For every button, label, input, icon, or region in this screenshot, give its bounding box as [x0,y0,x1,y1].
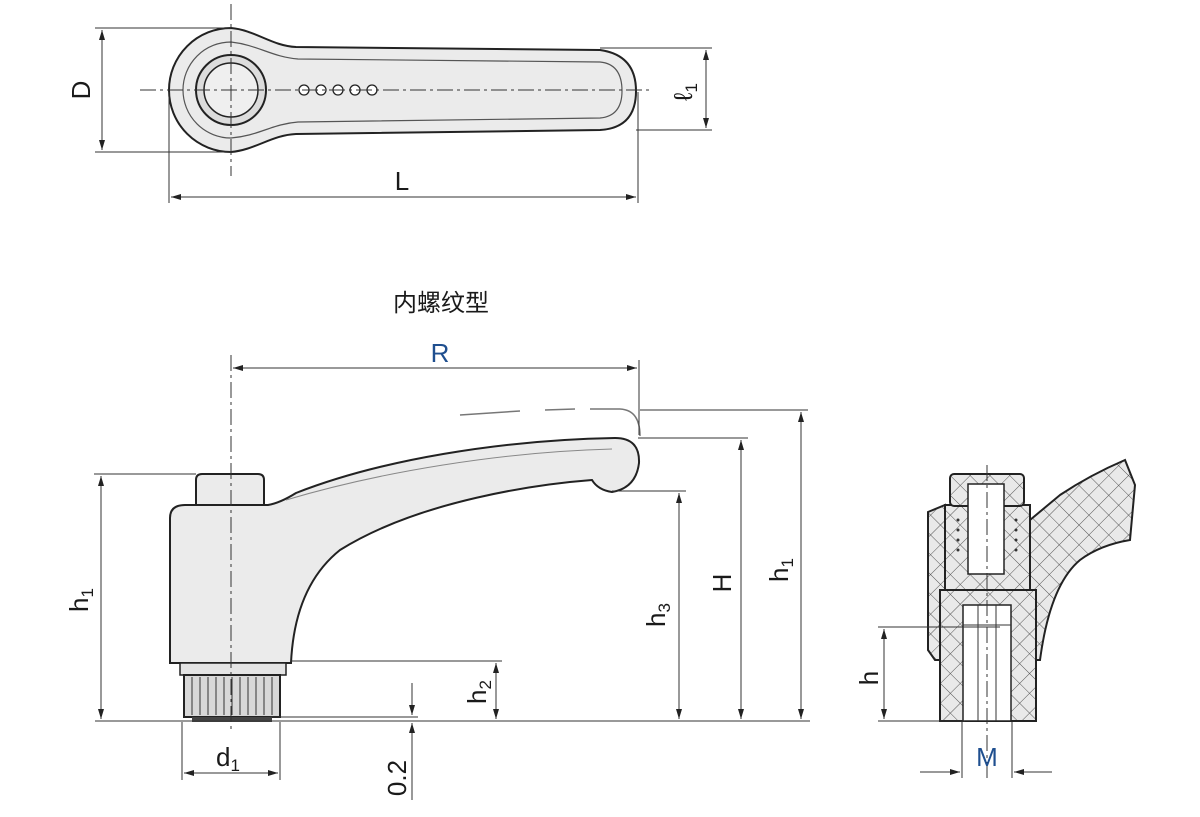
label-h1-right: h1 [764,558,797,582]
spring-dots [956,518,1018,552]
knurl-lines [191,677,273,715]
lever-side-body [169,436,641,664]
top-view: D ℓ1 L [66,4,712,203]
label-h2: h2 [462,680,495,704]
label-D: D [66,81,96,100]
lever-side-highlight [285,448,613,501]
label-R: R [431,338,450,368]
section-arm [1029,458,1137,661]
label-L: L [395,166,409,196]
lever-ghost-contour [459,408,641,437]
label-h: h [854,671,884,685]
insert-inner-stud [967,483,1005,575]
label-offset: 0.2 [382,760,412,796]
lever-top-outline [168,26,638,154]
bore-thread-marks [963,605,1011,721]
section-title: 内螺纹型 [393,289,489,317]
label-h3: h3 [641,603,674,627]
label-h1-left: h1 [64,588,97,612]
label-H: H [707,574,737,593]
lever-top-inner-contour [182,41,623,139]
label-l1: ℓ1 [668,83,701,101]
label-d1: d1 [216,742,240,775]
side-view: R h1 h3 H h1 h2 0.2 d1 [64,338,810,800]
collar-ring [179,662,287,676]
hub-top-stud [195,473,265,509]
section-view: h M [854,458,1137,780]
label-M: M [976,742,998,772]
base-washer [192,717,272,722]
